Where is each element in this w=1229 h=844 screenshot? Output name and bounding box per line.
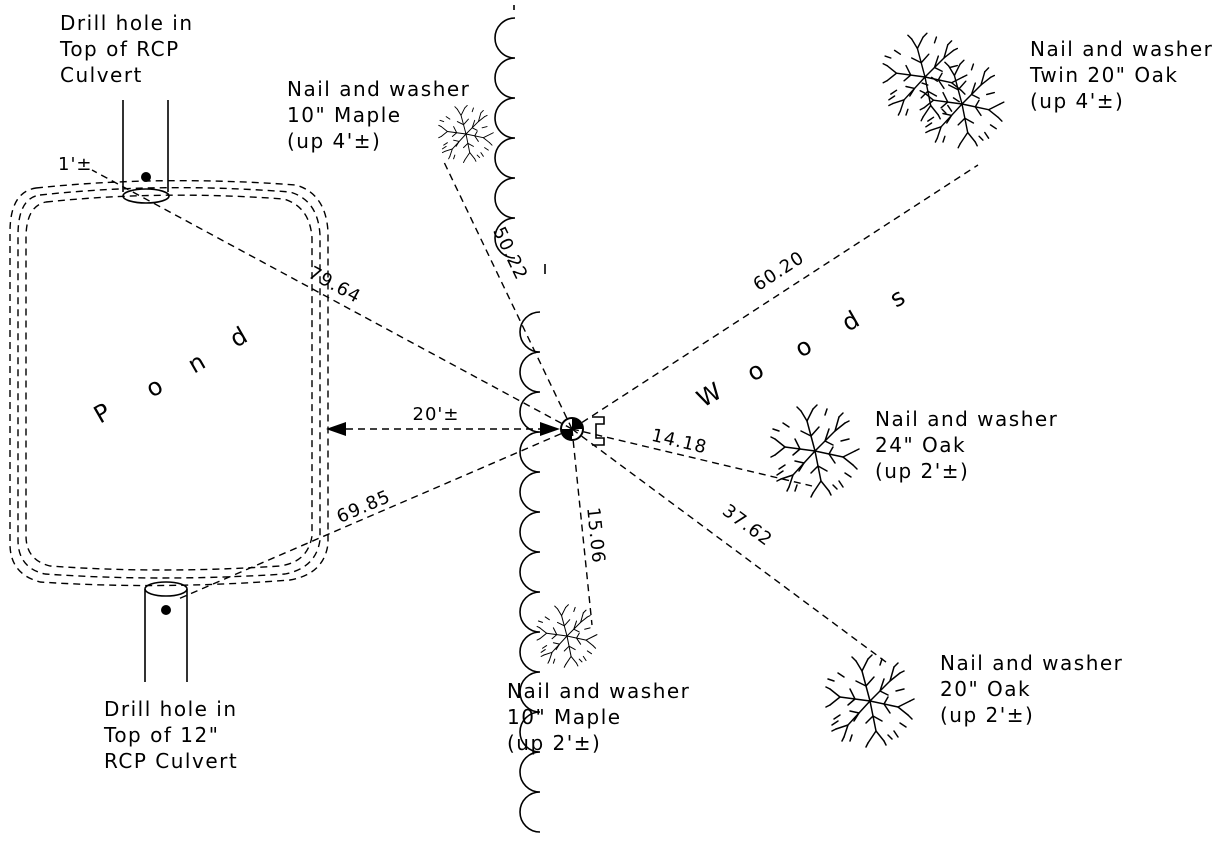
svg-text:Top of RCP: Top of RCP: [59, 37, 180, 61]
tree-maple-top-icon: [438, 105, 494, 163]
svg-text:(up 4'±): (up 4'±): [1030, 89, 1124, 113]
tree-oak-20-icon: [825, 654, 915, 748]
svg-text:20" Oak: 20" Oak: [940, 677, 1031, 701]
woods-edge: [494, 5, 546, 833]
callout-oak-24: Nail and washer 24" Oak (up 2'±): [875, 407, 1058, 483]
svg-text:d: d: [225, 321, 253, 353]
svg-text:Nail and washer: Nail and washer: [287, 77, 470, 101]
svg-text:Nail and washer: Nail and washer: [875, 407, 1058, 431]
drill-hole-top-point: [141, 172, 151, 182]
woods-label: W o o d s: [692, 282, 911, 413]
svg-text:(up 2'±): (up 2'±): [507, 731, 601, 755]
pond-label: P o n d: [89, 321, 253, 429]
svg-text:o: o: [790, 331, 818, 363]
svg-text:Drill hole in: Drill hole in: [60, 11, 194, 35]
svg-text:P: P: [89, 397, 116, 429]
svg-text:n: n: [183, 347, 211, 379]
tree-oak-twin-2-icon: [919, 59, 1005, 149]
callout-culvert-top: Drill hole in Top of RCP Culvert: [59, 11, 194, 87]
svg-text:s: s: [885, 282, 911, 313]
callout-culvert-bottom: Drill hole in Top of 12" RCP Culvert: [103, 697, 238, 773]
distance-culvert-bottom: 69.85: [334, 486, 394, 528]
offset-label: 1'±: [58, 154, 92, 175]
svg-text:d: d: [837, 305, 865, 337]
svg-text:Top of 12": Top of 12": [103, 723, 219, 747]
svg-text:Twin 20" Oak: Twin 20" Oak: [1029, 63, 1178, 87]
callout-maple-top: Nail and washer 10" Maple (up 4'±): [287, 77, 470, 153]
culvert-bottom: [144, 581, 188, 682]
svg-text:W: W: [692, 377, 727, 414]
svg-text:(up 2'±): (up 2'±): [875, 459, 969, 483]
tree-oak-24-icon: [770, 404, 860, 498]
pond-outline: [9, 179, 329, 587]
svg-text:Nail and washer: Nail and washer: [940, 651, 1123, 675]
tie-lines: [91, 159, 979, 666]
drill-hole-bottom-point: [161, 605, 171, 615]
distance-maple-bottom: 15.06: [582, 506, 609, 564]
tree-maple-bottom-icon: [536, 604, 598, 668]
distance-pond-edge: 20'±: [413, 404, 460, 425]
svg-text:o: o: [742, 355, 770, 387]
svg-text:10" Maple: 10" Maple: [507, 705, 622, 729]
svg-text:Nail and washer: Nail and washer: [507, 679, 690, 703]
svg-text:Culvert: Culvert: [60, 63, 143, 87]
callout-maple-bottom: Nail and washer 10" Maple (up 2'±): [507, 679, 690, 755]
callout-oak-20: Nail and washer 20" Oak (up 2'±): [940, 651, 1123, 727]
svg-text:10" Maple: 10" Maple: [287, 103, 402, 127]
distance-maple-top: 50.22: [488, 224, 531, 284]
svg-text:(up 4'±): (up 4'±): [287, 129, 381, 153]
svg-text:24" Oak: 24" Oak: [875, 433, 966, 457]
svg-text:Drill hole in: Drill hole in: [104, 697, 238, 721]
distance-oak-twin: 60.20: [750, 247, 809, 295]
distance-oak-24: 14.18: [649, 425, 709, 459]
svg-text:RCP Culvert: RCP Culvert: [104, 749, 238, 773]
callout-oak-twin: Nail and washer Twin 20" Oak (up 4'±): [1029, 37, 1213, 113]
svg-text:o: o: [141, 371, 169, 403]
svg-text:(up 2'±): (up 2'±): [940, 703, 1034, 727]
svg-text:Nail and washer: Nail and washer: [1030, 37, 1213, 61]
